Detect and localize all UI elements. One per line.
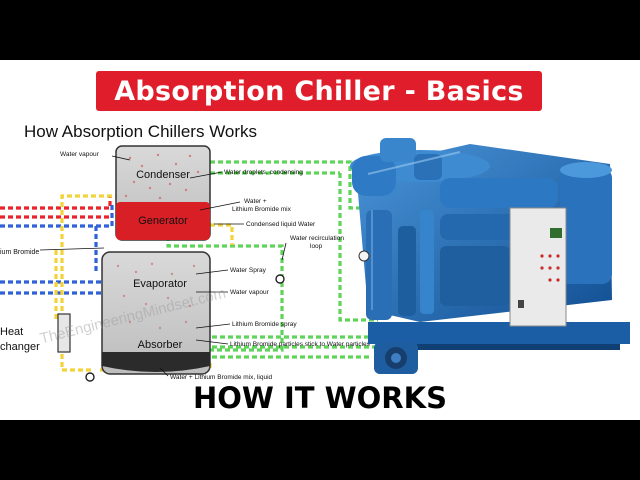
pipe-green-right	[338, 173, 378, 322]
heat-exchanger-label-2: changer	[0, 341, 40, 353]
annotation-water-recirc-1: Water recirculation	[290, 235, 344, 242]
annotation-water-vapour-mid: Water vapour	[230, 289, 270, 296]
annotation-libr-spray: Lithium Bromide spray	[232, 321, 297, 328]
pipe-yellow-left	[60, 194, 120, 372]
annotation-water-libr-mix-1: Water +	[244, 198, 267, 205]
annotation-water-recirc-2: loop	[310, 243, 323, 250]
pipe-red-top	[0, 197, 112, 210]
heat-exchanger	[57, 313, 71, 353]
footer-caption: HOW IT WORKS	[192, 381, 447, 415]
annotation-condensed-liquid: Condensed liquid Water	[246, 221, 316, 228]
pipe-yellow-gen	[210, 223, 234, 245]
generator-label: Generator	[138, 215, 188, 227]
annotation-water-vapour-top: Water vapour	[60, 151, 100, 158]
heat-exchanger-label-1: Heat	[0, 326, 23, 338]
control-screen	[550, 228, 562, 238]
annotation-water-libr-liquid: Water + Lithium Bromide mix, liquid	[170, 374, 273, 381]
evaporator-label: Evaporator	[133, 278, 187, 290]
annotation-water-spray: Water Spray	[230, 267, 267, 274]
condenser-label: Condenser	[136, 169, 190, 181]
evaporator-absorber-vessel	[101, 251, 211, 375]
absorption-chiller-machine	[350, 138, 630, 374]
annotation-water-libr-mix-2: Lithium Bromide mix	[232, 206, 292, 213]
diagram-canvas: Condenser Generator Evaporator Absorber …	[0, 60, 640, 420]
diagram-subtitle: How Absorption Chillers Works	[24, 122, 258, 141]
annotation-leaders	[39, 155, 287, 377]
pipe-blue-top	[0, 202, 114, 228]
annotation-libr-particles: Lithium Bromide particles stick to Water…	[230, 341, 371, 348]
annotation-water-droplets: Water droplets, condensing	[224, 169, 303, 176]
condenser-generator-vessel	[115, 145, 211, 241]
pipe-green-loop	[166, 236, 284, 352]
absorber-label: Absorber	[138, 339, 183, 351]
page-title: Absorption Chiller - Basics	[114, 75, 524, 107]
chiller-diagram: Condenser Generator Evaporator Absorber …	[0, 138, 630, 382]
pump-icon	[85, 274, 285, 382]
lithium-bromide-side-label: ium Bromide	[0, 249, 39, 256]
title-banner: Absorption Chiller - Basics	[96, 71, 542, 111]
machine-pump	[374, 342, 418, 374]
